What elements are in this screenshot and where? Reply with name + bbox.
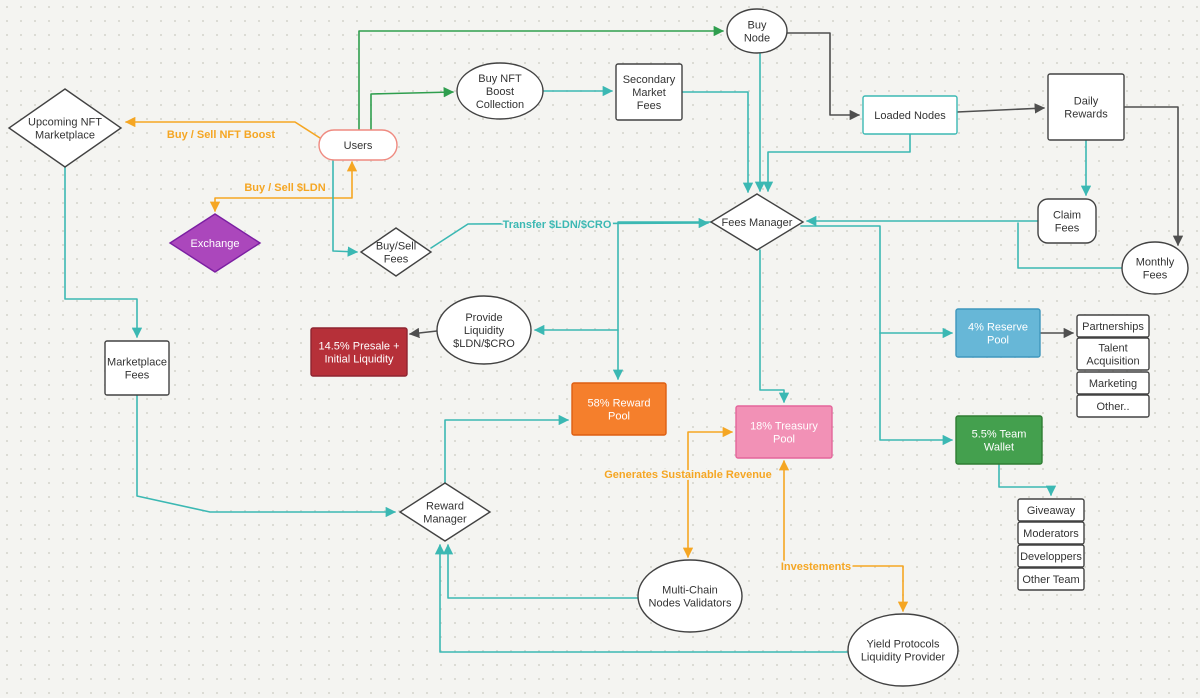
edge-fees-manager-to-treasury-pool <box>759 249 790 404</box>
edge-provide-liquidity-to-presale <box>408 327 438 339</box>
rect-shape[interactable] <box>615 63 683 121</box>
diamond-shape[interactable] <box>7 88 123 168</box>
edge-loaded-nodes-to-daily-rewards <box>956 103 1046 114</box>
node-other[interactable]: Other.. <box>1076 394 1150 418</box>
diamond-shape[interactable] <box>398 482 492 542</box>
rect-shape[interactable] <box>1076 394 1150 418</box>
stadium-shape[interactable] <box>318 129 398 161</box>
edge-label-buy-sell-fees-to-fees-manager: Transfer $LDN/$CRO <box>503 219 612 231</box>
rect-shape[interactable] <box>571 382 667 436</box>
edge-users-to-buy-node <box>358 25 725 131</box>
ellipse-shape[interactable] <box>1121 241 1189 295</box>
node-fees-manager[interactable]: Fees Manager <box>709 193 805 251</box>
node-giveaway[interactable]: Giveaway <box>1017 498 1085 522</box>
edge-reward-manager-to-reward-pool <box>444 414 570 484</box>
edge-validators-treasury-revenue: Generates Sustainable Revenue <box>602 426 774 559</box>
ellipse-shape[interactable] <box>436 295 532 365</box>
edge-buy-sell-fees-to-fees-manager: Transfer $LDN/$CRO <box>430 217 710 249</box>
rect-shape[interactable] <box>1017 567 1085 591</box>
node-developpers[interactable]: Developpers <box>1017 544 1085 568</box>
node-users[interactable]: Users <box>318 129 398 161</box>
edge-marketplace-fees-to-reward-manager <box>136 394 397 518</box>
node-exchange[interactable]: Exchange <box>168 213 262 273</box>
edge-users-to-boost-collection <box>370 87 455 131</box>
edge-yield-to-reward-manager <box>434 543 849 653</box>
ellipse-shape[interactable] <box>847 613 959 687</box>
rect-shape[interactable] <box>104 340 170 396</box>
node-loaded-nodes[interactable]: Loaded Nodes <box>862 95 958 135</box>
rect-shape[interactable] <box>1047 73 1125 141</box>
diamond-shape[interactable] <box>359 227 433 277</box>
edge-buy-node-to-loaded-nodes <box>786 32 861 121</box>
rect-shape[interactable] <box>955 308 1041 358</box>
ellipse-shape[interactable] <box>726 8 788 54</box>
edge-label-users-exchange: Buy / Sell $LDN <box>244 182 325 194</box>
edge-users-to-upcoming-marketplace: Buy / Sell NFT Boost <box>124 116 321 143</box>
rect-shape[interactable] <box>1076 337 1150 371</box>
diamond-shape[interactable] <box>168 213 262 273</box>
edge-fees-manager-to-provide-liquidity <box>533 221 713 336</box>
edge-monthly-fees-merge <box>1017 222 1123 269</box>
round-rect-shape[interactable] <box>1037 198 1097 244</box>
ellipse-shape[interactable] <box>637 559 743 633</box>
node-partnerships[interactable]: Partnerships <box>1076 314 1150 338</box>
node-moderators[interactable]: Moderators <box>1017 521 1085 545</box>
rect-shape[interactable] <box>1017 544 1085 568</box>
edge-marketplace-to-marketplace-fees <box>64 166 143 339</box>
edge-label-treasury-yield-investments: Investements <box>781 561 851 573</box>
edge-treasury-yield-investments: Investements <box>778 459 909 613</box>
rect-shape[interactable] <box>1076 371 1150 395</box>
diamond-shape[interactable] <box>709 193 805 251</box>
edge-daily-rewards-to-monthly-fees <box>1124 106 1184 247</box>
edge-users-exchange: Buy / Sell $LDN <box>209 160 358 213</box>
edge-team-wallet-to-breakdown <box>998 463 1057 497</box>
rect-shape[interactable] <box>1076 314 1150 338</box>
edge-label-users-to-upcoming-marketplace: Buy / Sell NFT Boost <box>167 129 276 141</box>
rect-shape[interactable] <box>955 415 1043 465</box>
rect-shape[interactable] <box>862 95 958 135</box>
edge-fees-manager-to-team-wallet <box>879 332 954 446</box>
edge-fees-manager-to-reserve-pool <box>800 225 954 339</box>
edge-secondary-fees-to-fees-manager <box>681 91 754 194</box>
ellipse-shape[interactable] <box>456 62 544 120</box>
node-presale-initial-liquidity[interactable]: 14.5% Presale +Initial Liquidity <box>310 327 408 377</box>
rect-shape[interactable] <box>1017 498 1085 522</box>
edge-users-to-buy-sell-fees <box>332 159 359 257</box>
node-marketing[interactable]: Marketing <box>1076 371 1150 395</box>
node-other-team[interactable]: Other Team <box>1017 567 1085 591</box>
edge-loaded-nodes-to-fees-manager <box>762 133 911 193</box>
rect-shape[interactable] <box>735 405 833 459</box>
rect-shape[interactable] <box>1017 521 1085 545</box>
edge-label-validators-treasury-revenue: Generates Sustainable Revenue <box>604 469 772 481</box>
rect-shape[interactable] <box>310 327 408 377</box>
edge-validators-to-reward-manager <box>442 543 639 599</box>
